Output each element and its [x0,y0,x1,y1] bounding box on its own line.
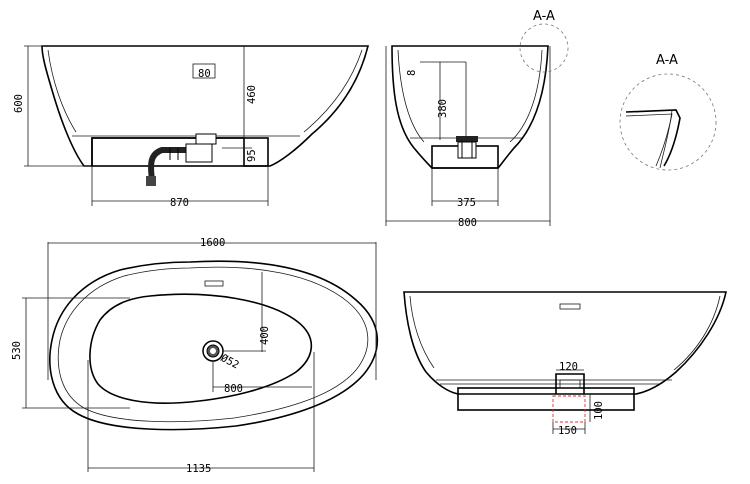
detail-view: A-A [619,53,717,171]
back-slot-width-label: 120 [559,361,578,373]
plan-length-label: 1600 [200,237,225,249]
plan-view: 1600 530 400 Ø52 800 1135 [11,237,379,475]
back-view: 120 100 150 [403,291,727,437]
front-view: 80 600 460 95 870 [13,45,370,209]
back-slot [555,373,585,394]
back-overflow [559,303,581,310]
front-base-length-label: 870 [170,197,189,209]
plan-drain-offset-x-label: 800 [224,383,243,395]
detail-section-label: A-A [656,53,678,68]
side-rim-offset-label: 8 [406,70,418,76]
cutout-outline [552,395,586,423]
plan-overflow [204,280,224,287]
side-drain-trap [456,136,478,159]
front-depth-label: 460 [246,85,258,104]
front-height-label: 600 [13,94,25,113]
plan-width-label: 530 [11,341,23,360]
plan-drain-offset-y-label: 400 [259,326,271,345]
back-cutout-width-label: 150 [558,425,577,437]
section-marker-circle [519,23,569,73]
plan-drain-diameter-label: Ø52 [219,352,241,372]
side-overall-width-label: 800 [458,217,477,229]
side-base-width-label: 375 [457,197,476,209]
back-slot-height-label: 100 [593,401,605,420]
front-overflow-label: 80 [198,68,211,80]
side-section-label: A-A [533,9,555,24]
detail-circle [619,73,717,171]
side-drain-depth-label: 380 [437,99,449,118]
drain-pipe [146,133,217,186]
overflow-outlet [192,63,216,79]
front-drain-height-label: 95 [246,149,258,162]
side-view: 8 380 375 800 A-A [385,9,569,229]
plan-inner-length-label: 1135 [186,463,211,475]
